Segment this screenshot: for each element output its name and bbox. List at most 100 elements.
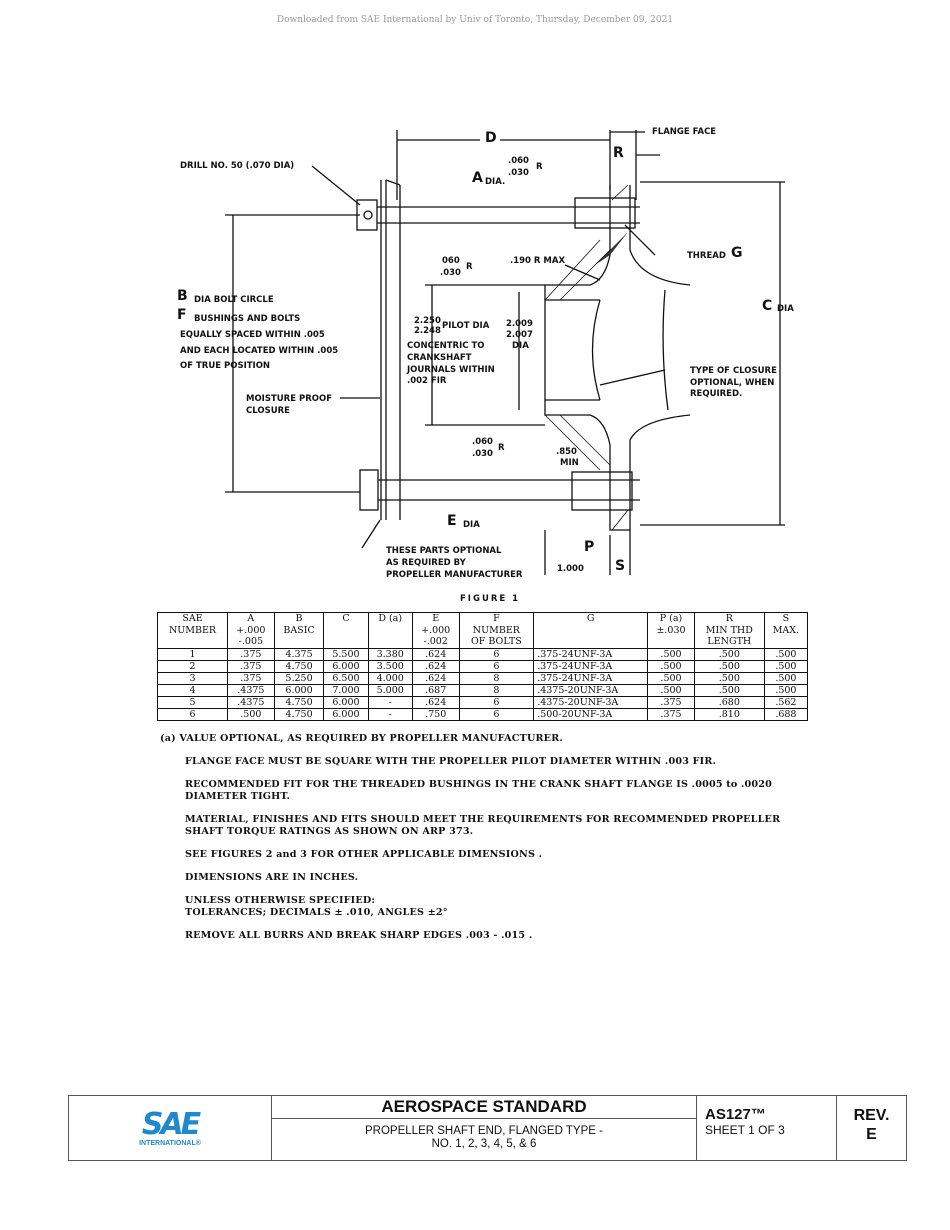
table-cell: .680 [693, 695, 765, 709]
header-line: R [725, 613, 733, 624]
table-cell: .500 [763, 647, 809, 661]
table-cell: .500 [763, 659, 809, 673]
table-cell: .624 [411, 647, 460, 661]
header-line [372, 636, 409, 648]
label-pilot-text: PILOT DIA [442, 321, 490, 331]
label-r-mid-1: 060 [442, 256, 460, 266]
table-cell: .500 [763, 671, 809, 685]
label-conc-2: CRANKSHAFT [407, 353, 472, 363]
table-cell: 6.000 [273, 683, 325, 697]
label-a-dia: DIA. [485, 177, 506, 187]
table-cell: .500 [693, 659, 765, 673]
table-cell: .500 [647, 683, 695, 697]
header-line: SAE [182, 613, 203, 624]
table-cell: 1 [157, 647, 228, 661]
table-cell: - [367, 695, 413, 709]
table-cell: 4.000 [367, 671, 413, 685]
table-cell: .688 [763, 707, 809, 721]
table-cell: .4375 [227, 695, 275, 709]
label-e-dia: DIA [463, 520, 480, 530]
header-line: MAX. [772, 624, 800, 636]
column-header: C [323, 612, 369, 649]
label-r-low-r: R [498, 443, 505, 453]
doc-subtitle-1: PROPELLER SHAFT END, FLANGED TYPE - [365, 1125, 603, 1137]
table-cell: 5.250 [273, 671, 325, 685]
label-b: B [177, 288, 188, 304]
table-cell: .687 [411, 683, 460, 697]
note: MATERIAL, FINISHES AND FITS SHOULD MEET … [185, 814, 781, 837]
table-cell: .500 [763, 683, 809, 697]
sheet-number: SHEET 1 OF 3 [705, 1123, 785, 1137]
header-line [768, 636, 804, 648]
label-thread: THREAD [687, 251, 726, 261]
table-cell: - [367, 707, 413, 721]
table-cell: 5 [157, 695, 228, 709]
label-pilot-r3: DIA [512, 341, 529, 351]
table-cell: 7.000 [323, 683, 369, 697]
notes: (a) VALUE OPTIONAL, AS REQUIRED BY PROPE… [160, 733, 785, 953]
table-cell: 5.500 [323, 647, 369, 661]
table-cell: .750 [411, 707, 460, 721]
header-line [327, 636, 364, 648]
header-line: S [782, 613, 790, 624]
table-cell: 3 [157, 671, 228, 685]
label-r-mid-r: R [466, 262, 473, 272]
header-line: NUMBER [472, 624, 520, 636]
header-line: BASIC [283, 624, 315, 636]
label-drill: DRILL NO. 50 (.070 DIA) [180, 161, 295, 171]
table-cell: 4.750 [273, 707, 325, 721]
header-line: P (a) [659, 613, 683, 624]
header-line: B [295, 613, 303, 624]
table-cell: 6.000 [323, 659, 369, 673]
header-line: -.005 [238, 636, 264, 647]
table-cell: 6 [458, 647, 535, 661]
figure-caption: FIGURE 1 [460, 594, 521, 604]
table-cell: .4375-20UNF-3A [533, 683, 649, 697]
header-line: NUMBER [168, 624, 217, 636]
table-cell: 8 [458, 683, 535, 697]
doc-title: AEROSPACE STANDARD [272, 1096, 696, 1119]
table-cell: 6.000 [323, 695, 369, 709]
label-850: .850 [556, 447, 577, 457]
label-pilot-r1: 2.009 [506, 319, 533, 329]
column-header: P (a)±.030 [647, 612, 695, 649]
table-cell: 6 [157, 707, 228, 721]
note: UNLESS OTHERWISE SPECIFIED: TOLERANCES; … [185, 895, 448, 918]
table-cell: 4 [157, 683, 228, 697]
label-closure-3: REQUIRED. [690, 389, 743, 399]
header-line: A [247, 613, 255, 624]
label-r-top-r: R [536, 162, 543, 172]
label-a: A [472, 170, 483, 186]
header-line: -.002 [423, 636, 448, 647]
label-r-low-1: .060 [472, 437, 493, 447]
rev-label: REV. [853, 1107, 890, 1124]
header-line [372, 625, 409, 637]
table-cell: 5.000 [367, 683, 413, 697]
label-d: D [485, 130, 497, 146]
sae-logo-text: INTERNATIONAL® [139, 1139, 201, 1147]
header-line [651, 636, 691, 648]
rev-value: E [866, 1126, 877, 1143]
column-header: E+.000-.002 [411, 612, 460, 649]
column-header: A+.000-.005 [227, 612, 275, 649]
label-spaced-3: OF TRUE POSITION [180, 361, 271, 371]
download-note: Downloaded from SAE International by Uni… [276, 15, 674, 25]
label-b-text: DIA BOLT CIRCLE [194, 295, 274, 305]
header-line: +.000 [421, 624, 451, 636]
table-cell: .375 [647, 707, 695, 721]
table-cell: .375 [227, 671, 275, 685]
label-pilot-1: 2.250 [414, 316, 441, 326]
label-thread-g: G [731, 245, 743, 261]
table-cell: .500 [647, 659, 695, 673]
table-cell: 6.000 [323, 707, 369, 721]
note: (a) VALUE OPTIONAL, AS REQUIRED BY PROPE… [160, 733, 563, 744]
sae-logo-mark: SAE [141, 1106, 201, 1142]
table-cell: .500 [693, 671, 765, 685]
